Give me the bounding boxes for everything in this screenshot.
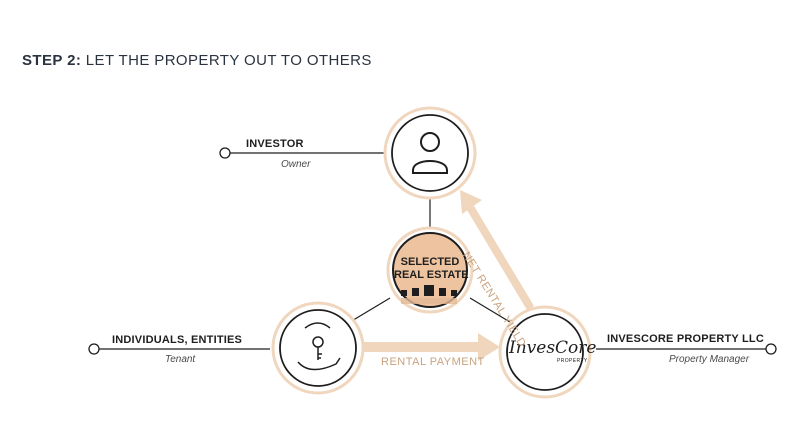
rental-payment-arrow-shaft xyxy=(360,342,480,352)
property-line-1: SELECTED xyxy=(400,256,460,268)
manager-endpoint xyxy=(765,343,777,355)
tenant-title: INDIVIDUALS, ENTITIES xyxy=(112,334,243,346)
property-node xyxy=(392,232,468,308)
manager-title: INVESCORE PROPERTY LLC xyxy=(607,333,764,345)
edge-manager-property xyxy=(469,297,511,323)
tenant-role: Tenant xyxy=(165,354,196,365)
invescore-logo-sub: PROPERTY xyxy=(557,358,588,364)
investor-title: INVESTOR xyxy=(246,138,304,150)
yield-arrow-shaft xyxy=(467,206,534,310)
person-icon xyxy=(412,132,448,174)
yield-arrow-head xyxy=(460,190,482,214)
step-label: STEP 2: xyxy=(22,52,82,69)
tenant-endpoint xyxy=(88,343,100,355)
investor-role: Owner xyxy=(281,159,311,170)
step-title: LET THE PROPERTY OUT TO OTHERS xyxy=(85,52,372,69)
manager-node xyxy=(506,313,584,391)
buildings-icon xyxy=(401,285,457,304)
investor-endpoint xyxy=(219,147,231,159)
hand-key-icon xyxy=(297,322,341,371)
rental-payment-label: RENTAL PAYMENT xyxy=(381,356,485,368)
invescore-logo: InvesCore xyxy=(509,338,597,358)
property-line-2: REAL ESTATE xyxy=(394,269,469,281)
investor-node xyxy=(391,114,469,192)
edge-tenant-property xyxy=(349,297,391,323)
page-title: STEP 2: LET THE PROPERTY OUT TO OTHERS xyxy=(22,52,372,69)
rental-payment-arrow-head xyxy=(478,333,500,361)
manager-role: Property Manager xyxy=(669,354,750,365)
property-node-label: SELECTED REAL ESTATE xyxy=(394,256,469,282)
